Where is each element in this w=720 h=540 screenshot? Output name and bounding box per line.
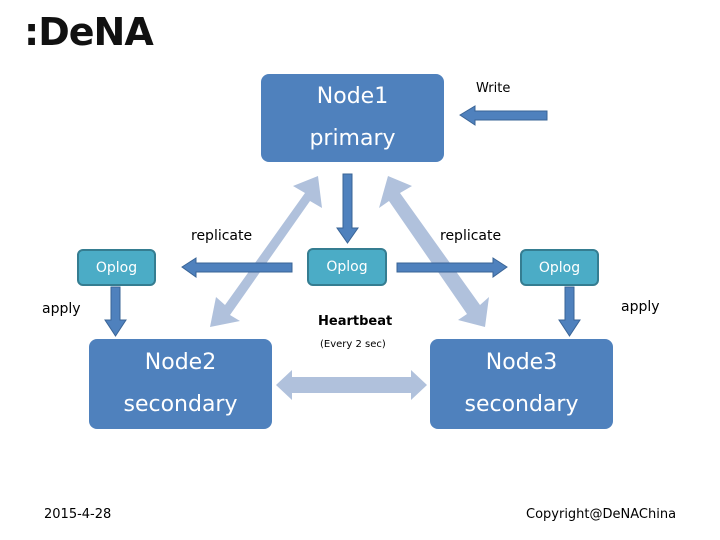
node1-role: primary (309, 126, 396, 151)
apply-left-arrow (104, 286, 127, 337)
node1-name: Node1 (316, 84, 389, 109)
apply-left-label: apply (42, 301, 81, 317)
heartbeat-arrow-node2-node3 (276, 370, 427, 400)
apply-right-label: apply (621, 299, 660, 315)
write-label: Write (476, 81, 511, 96)
replicate-right-label: replicate (440, 228, 502, 244)
heartbeat-interval-label: (Every 2 sec) (320, 339, 386, 350)
node2-secondary-box: Node2 secondary (89, 339, 272, 429)
node2-role: secondary (123, 392, 238, 417)
oplog-center-box: Oplog (307, 248, 387, 286)
node3-role: secondary (464, 392, 579, 417)
node1-primary-box: Node1 primary (261, 74, 444, 162)
replicate-left-label: replicate (191, 228, 253, 244)
footer-copyright: Copyright@DeNAChina (526, 507, 677, 522)
oplog-left-box: Oplog (77, 249, 156, 286)
heartbeat-arrow-node1-node3 (379, 176, 489, 327)
primary-to-oplog-arrow (336, 173, 359, 244)
replicate-right-arrow (396, 257, 508, 278)
dena-logo: :DeNA (24, 10, 154, 54)
footer-date: 2015-4-28 (44, 507, 112, 522)
oplog-right-box: Oplog (520, 249, 599, 286)
heartbeat-label: Heartbeat (318, 314, 393, 329)
node3-name: Node3 (485, 350, 558, 375)
heartbeat-arrow-node1-node2 (210, 176, 322, 327)
node3-secondary-box: Node3 secondary (430, 339, 613, 429)
node2-name: Node2 (144, 350, 217, 375)
replicate-left-arrow (181, 257, 293, 278)
write-arrow (459, 105, 548, 126)
apply-right-arrow (558, 286, 581, 337)
